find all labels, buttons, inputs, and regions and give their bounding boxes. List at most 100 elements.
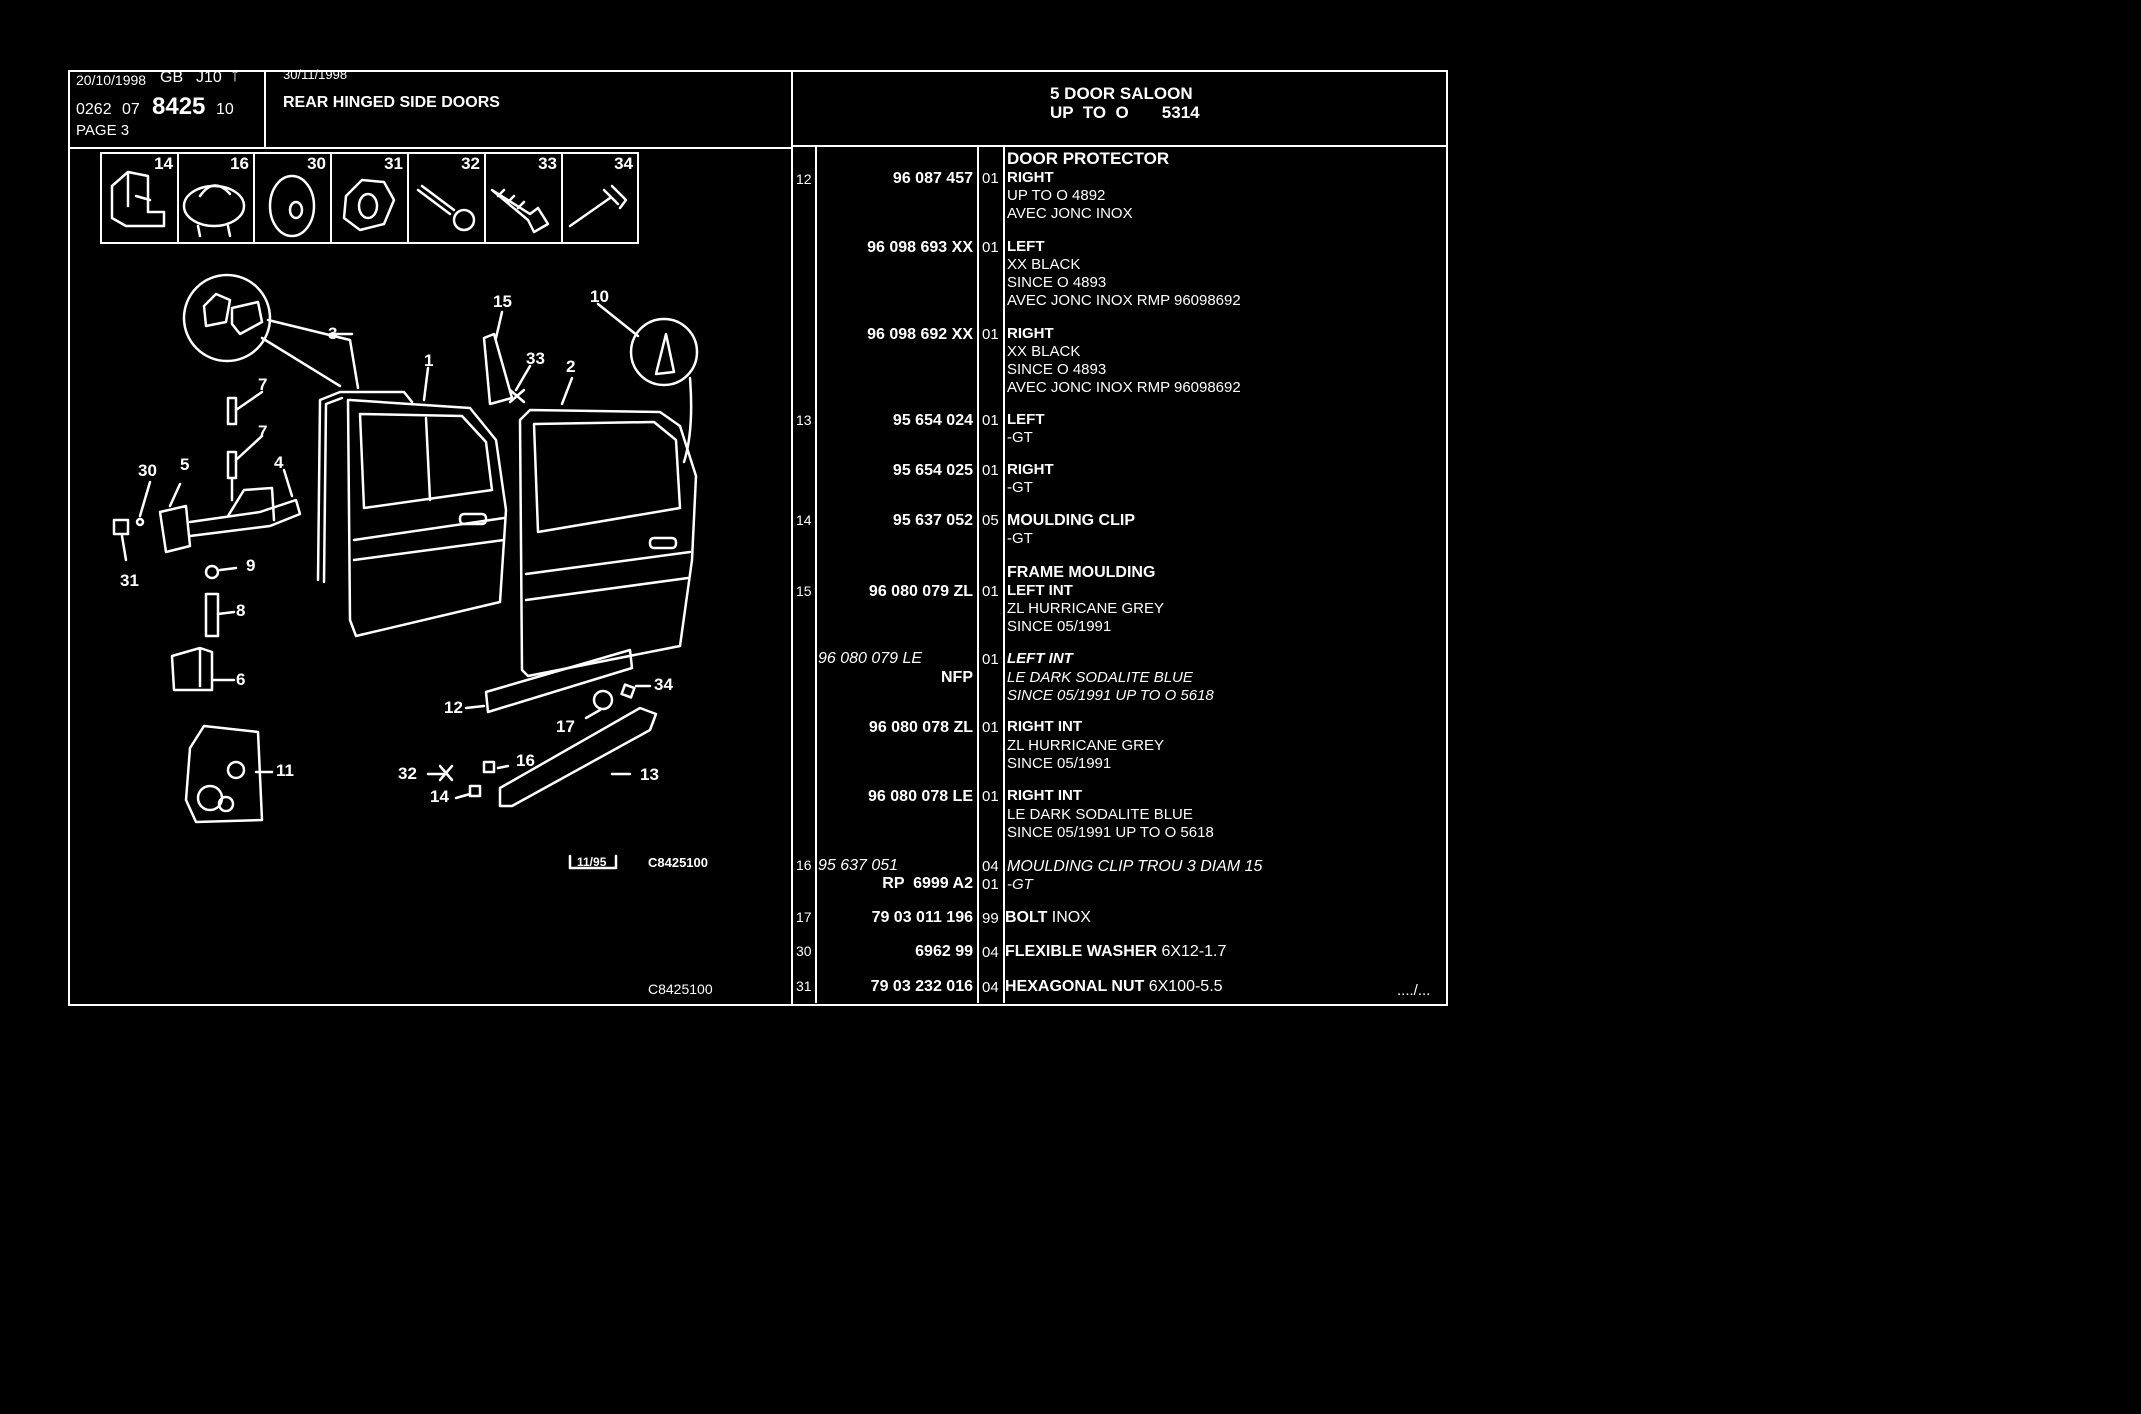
callout-7a: 7 <box>258 375 268 394</box>
part-desc: ZL HURRICANE GREY <box>1007 600 1164 617</box>
part-number-suffix: RP 6999 A2 <box>882 875 973 892</box>
divider <box>1003 145 1005 1003</box>
part-desc: -GT <box>1007 479 1033 496</box>
part-desc: RIGHT INT <box>1007 787 1082 804</box>
part-qty: 01 <box>982 412 999 429</box>
detail-bubble <box>629 317 699 387</box>
callout-10: 10 <box>590 287 609 306</box>
callout-30: 30 <box>138 461 157 480</box>
part-ref: 14 <box>796 512 812 528</box>
part-number: 96 087 457 <box>892 170 973 187</box>
part-desc: AVEC JONC INOX RMP 96098692 <box>1007 379 1241 396</box>
part-number: 96 080 079 LE <box>818 650 923 667</box>
page-number: PAGE 3 <box>76 122 130 139</box>
page-title: REAR HINGED SIDE DOORS <box>283 94 500 111</box>
part-desc: RIGHT INT <box>1007 718 1082 735</box>
callout-16: 16 <box>516 751 535 770</box>
callout-15: 15 <box>493 292 512 311</box>
divider <box>815 145 817 1003</box>
ref-main: 8425 <box>152 93 206 120</box>
callout-33: 33 <box>526 349 545 368</box>
part-desc: SINCE 05/1991 UP TO O 5618 <box>1007 687 1214 704</box>
callout-9: 9 <box>246 556 256 575</box>
part-desc: LEFT <box>1007 238 1045 255</box>
part-desc: LEFT INT <box>1007 582 1073 599</box>
part-qty: 01 <box>982 170 999 187</box>
ref-a: 0262 <box>76 101 112 118</box>
divider <box>264 70 266 148</box>
callout-2: 2 <box>566 357 576 376</box>
part-desc: LEFT INT <box>1007 650 1073 667</box>
part-number: 95 654 024 <box>892 412 973 429</box>
arrow-up-icon: ↑ <box>230 64 240 86</box>
washer-icon <box>268 174 316 238</box>
callout-8: 8 <box>236 601 246 620</box>
bracket-icon <box>110 170 166 228</box>
part-number: 96 080 078 ZL <box>868 719 973 736</box>
screw-icon <box>490 188 550 234</box>
part-ref: 13 <box>796 412 812 428</box>
part-qty: 01 <box>982 239 999 256</box>
part-number: 95 637 051 <box>818 857 899 874</box>
callout-11: 11 <box>276 761 294 780</box>
part-ref: 15 <box>796 583 812 599</box>
part-qty: 01 <box>982 462 999 479</box>
callout-3: 3 <box>328 324 338 343</box>
fixing-kit-bag <box>184 724 264 824</box>
catalog-date-2: 30/11/1998 <box>283 67 348 82</box>
part-qty: 05 <box>982 512 999 529</box>
part-desc: LEFT <box>1007 411 1045 428</box>
divider <box>791 70 793 1006</box>
part-number: 96 080 079 ZL <box>868 583 973 600</box>
rear-left-door <box>346 398 508 638</box>
callout-31: 31 <box>120 571 139 590</box>
clip-icon <box>182 184 246 238</box>
model-line-2: UP TO O 5314 <box>1050 103 1200 122</box>
divider <box>68 147 791 149</box>
ref-c: 10 <box>216 101 234 118</box>
divider <box>791 145 1448 147</box>
part-qty: 04 <box>982 944 999 961</box>
part-desc: -GT <box>1007 876 1033 893</box>
drawing-code-bottom: C8425100 <box>648 981 713 997</box>
part-desc: SINCE O 4893 <box>1007 361 1107 378</box>
divider <box>977 145 979 1003</box>
drawing-stamp: 11/95 <box>577 855 607 869</box>
part-number-suffix: NFP <box>941 669 973 686</box>
door-seal <box>316 390 414 582</box>
rear-right-door <box>518 408 698 678</box>
part-qty: 04 <box>982 979 999 996</box>
part-desc: SINCE 05/1991 <box>1007 755 1112 772</box>
part-desc: AVEC JONC INOX <box>1007 205 1133 222</box>
part-number: 96 098 693 XX <box>867 239 973 256</box>
callout-12: 12 <box>444 698 463 717</box>
detail-bubble <box>182 273 272 363</box>
part-desc: SINCE O 4893 <box>1007 274 1107 291</box>
part-qty: 01 <box>982 876 999 893</box>
part-number: 6962 99 <box>915 943 973 960</box>
part-desc: LE DARK SODALITE BLUE <box>1007 806 1193 823</box>
part-desc: XX BLACK <box>1007 343 1081 360</box>
part-number: 96 098 692 XX <box>867 326 973 343</box>
part-number: 95 654 025 <box>892 462 973 479</box>
part-desc: UP TO O 4892 <box>1007 187 1106 204</box>
part-desc: AVEC JONC INOX RMP 96098692 <box>1007 292 1241 309</box>
part-desc: FLEXIBLE WASHER 6X12-1.7 <box>1005 943 1227 960</box>
continuation-mark: ..../... <box>1397 982 1431 999</box>
catalog-lang: GB <box>160 69 184 86</box>
part-desc: FRAME MOULDING <box>1007 564 1156 581</box>
callout-6: 6 <box>236 670 246 689</box>
part-qty: 01 <box>982 326 999 343</box>
part-qty: 99 <box>982 910 999 927</box>
part-desc: -GT <box>1007 530 1033 547</box>
catalog-code: J10 <box>196 69 222 86</box>
callout-5: 5 <box>180 455 190 474</box>
model-line-1: 5 DOOR SALOON <box>1050 84 1193 103</box>
catalog-date: 20/10/1998 <box>76 72 147 88</box>
part-number: 96 080 078 LE <box>868 788 973 805</box>
part-desc: ZL HURRICANE GREY <box>1007 737 1164 754</box>
part-qty: 01 <box>982 583 999 600</box>
ref-b: 07 <box>122 101 140 118</box>
part-desc: SINCE 05/1991 UP TO O 5618 <box>1007 824 1214 841</box>
callout-17: 17 <box>556 717 575 736</box>
